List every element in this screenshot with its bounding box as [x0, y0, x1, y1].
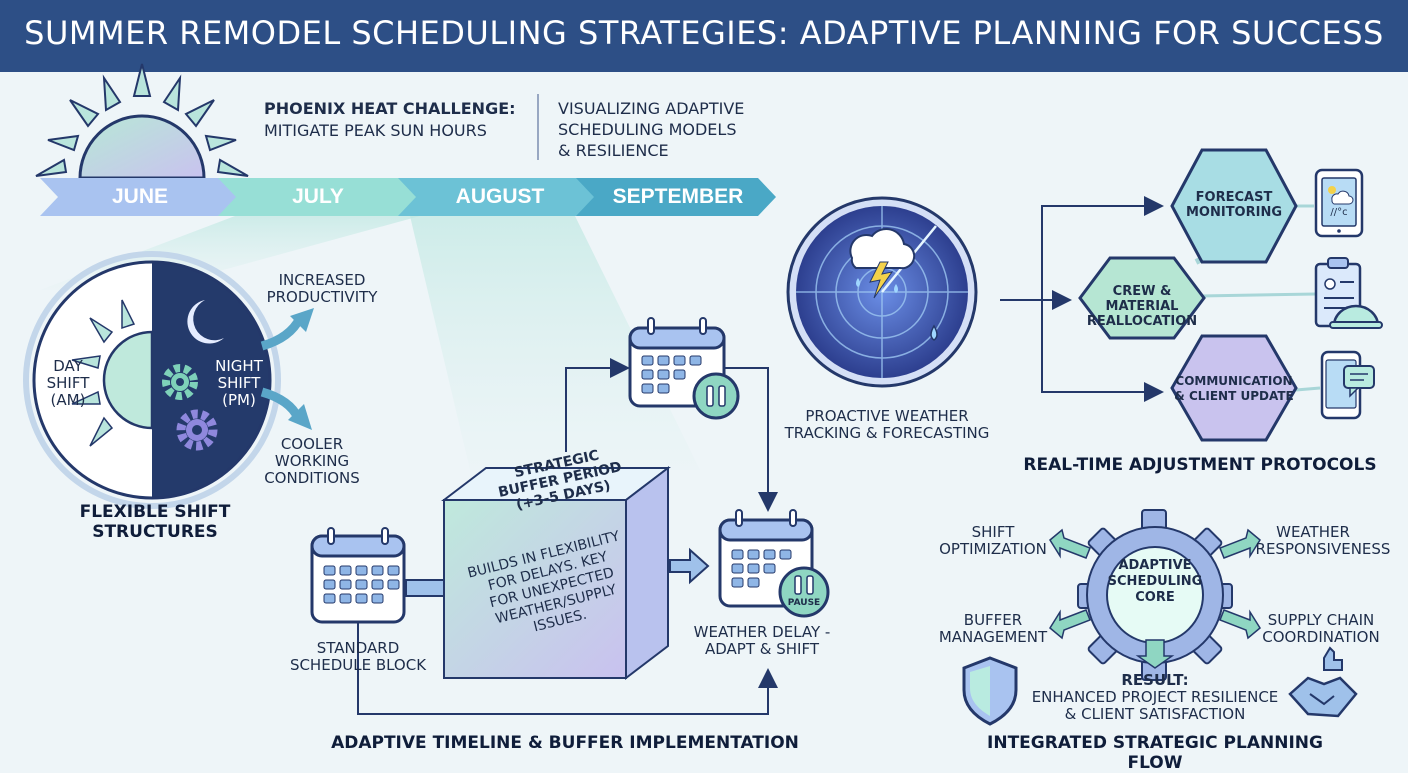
calendar-icon [310, 527, 406, 624]
weather-responsiveness-2: RESPONSIVENESS [1255, 540, 1391, 558]
core-label-1: ADAPTIVE [1118, 558, 1192, 573]
visualizing-line-2: SCHEDULING MODELS [558, 120, 737, 139]
core-gear-icon [1077, 509, 1233, 681]
visualizing-line-3: & RESILIENCE [558, 141, 669, 160]
supply-chain-1: SUPPLY CHAIN [1267, 611, 1375, 629]
heat-challenge-subtitle: MITIGATE PEAK SUN HOURS [264, 121, 487, 140]
arrow-head [1049, 609, 1091, 640]
timeline-heading: ADAPTIVE TIMELINE & BUFFER IMPLEMENTATIO… [331, 733, 799, 753]
handshake-icon [1288, 646, 1358, 718]
gear-icon [162, 364, 198, 400]
hexagon-crew [1078, 256, 1206, 340]
result-line-1: ENHANCED PROJECT RESILIENCE [1031, 688, 1279, 706]
weather-responsiveness-1: WEATHER [1276, 523, 1350, 541]
arrow-head [1219, 609, 1261, 640]
delay-label-2: ADAPT & SHIFT [704, 640, 819, 658]
night-shift-label-3: (PM) [222, 391, 256, 409]
month-august: AUGUST [455, 185, 545, 208]
day-night-circle [23, 251, 281, 509]
radar-label-2: TRACKING & FORECASTING [784, 424, 990, 442]
radar-label-1: PROACTIVE WEATHER [805, 407, 969, 425]
sun-icon [35, 63, 249, 180]
core-label-2: SCHEDULING [1107, 574, 1203, 589]
pause-badge-icon [778, 566, 830, 618]
pause-icon [692, 372, 740, 420]
title-bar [0, 0, 1408, 72]
beam-shape [410, 216, 700, 470]
page-title: SUMMER REMODEL SCHEDULING STRATEGIES: AD… [24, 14, 1384, 52]
day-shift-label-1: DAY [53, 357, 83, 375]
arrow-head [1135, 639, 1175, 669]
core-label-3: CORE [1135, 590, 1175, 605]
shift-optimization-1: SHIFT [971, 523, 1015, 541]
result-label: RESULT: [1121, 671, 1189, 689]
visualizing-line-1: VISUALIZING ADAPTIVE [558, 99, 745, 118]
phone-icon [1320, 350, 1375, 420]
buffer-management-2: MANAGEMENT [938, 628, 1048, 646]
adjustment-heading: REAL-TIME ADJUSTMENT PROTOCOLS [1023, 455, 1377, 475]
radar-icon [786, 196, 978, 388]
hex-communication-label-1: COMMUNICATION [1175, 374, 1293, 388]
arrow-head [290, 308, 314, 332]
buffer-box [441, 465, 671, 681]
hex-forecast-label-1: FORECAST [1195, 190, 1273, 205]
benefit-productivity-2: PRODUCTIVITY [266, 288, 378, 306]
arrow-head [1219, 528, 1261, 559]
arrow-head [288, 404, 312, 430]
month-june: JUNE [111, 185, 169, 208]
night-shift-label-2: SHIFT [217, 374, 261, 392]
arrow-head [1049, 528, 1091, 559]
month-timeline [40, 178, 776, 216]
benefit-productivity-1: INCREASED [278, 271, 366, 289]
supply-chain-2: COORDINATION [1262, 628, 1380, 646]
day-shift-label-3: (AM) [50, 391, 86, 409]
hex-communication-label-2: & CLIENT UPDATE [1174, 389, 1294, 403]
flexible-shift-heading-1: FLEXIBLE SHIFT [79, 502, 231, 522]
tablet-temperature-text: //°c [1330, 207, 1348, 218]
gear-icon [176, 409, 218, 451]
standard-block-label-1: STANDARD [316, 639, 400, 657]
hex-forecast-label-2: MONITORING [1185, 205, 1283, 220]
hexagon-forecast [1170, 148, 1298, 264]
night-shift-label-1: NIGHT [215, 357, 263, 375]
buffer-management-1: BUFFER [963, 611, 1023, 629]
benefit-cooler-3: CONDITIONS [264, 469, 360, 487]
pause-label: PAUSE [787, 598, 821, 608]
heat-challenge-title: PHOENIX HEAT CHALLENGE: [264, 99, 516, 118]
month-september: SEPTEMBER [612, 185, 744, 208]
flexible-shift-heading-2: STRUCTURES [92, 522, 218, 542]
shield-icon [962, 656, 1018, 726]
hex-crew-label-3: REALLOCATION [1086, 314, 1198, 329]
hex-crew-label-1: CREW & [1112, 284, 1172, 299]
tablet-icon [1314, 168, 1364, 238]
day-shift-label-2: SHIFT [46, 374, 90, 392]
result-line-2: & CLIENT SATISFACTION [1064, 705, 1246, 723]
hardhat-icon [1329, 304, 1383, 329]
standard-block-label-2: SCHEDULE BLOCK [289, 656, 427, 674]
benefit-cooler-1: COOLER [280, 435, 344, 453]
calendar-icon [628, 317, 726, 408]
month-july: JULY [292, 185, 344, 208]
shift-optimization-2: OPTIMIZATION [939, 540, 1047, 558]
planning-flow-heading: INTEGRATED STRATEGIC PLANNING FLOW [987, 733, 1323, 773]
delay-label-1: WEATHER DELAY - [693, 623, 831, 641]
hex-crew-label-2: MATERIAL [1105, 299, 1179, 314]
hexagon-communication [1170, 334, 1298, 442]
arrow-head [669, 547, 710, 585]
benefit-cooler-2: WORKING [274, 452, 350, 470]
